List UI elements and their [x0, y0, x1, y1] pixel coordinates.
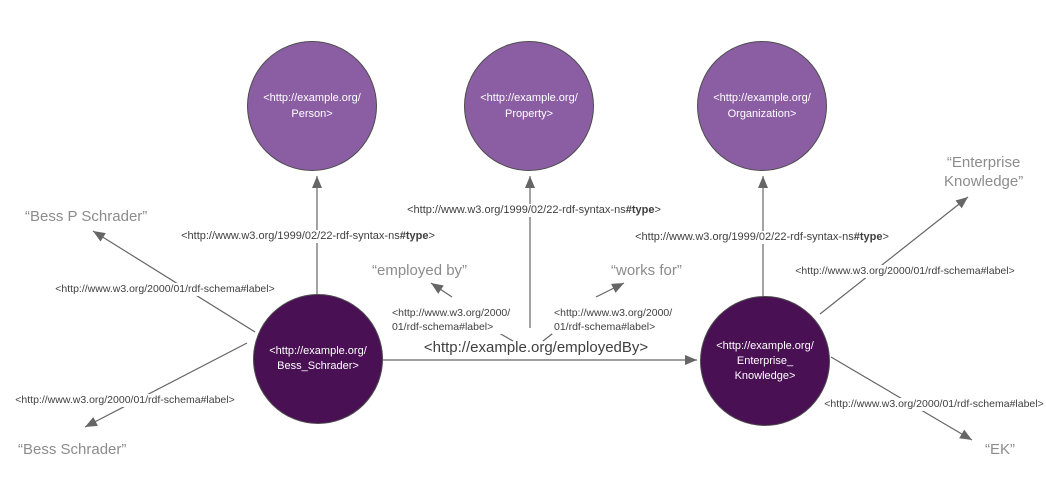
literal-enterprise-knowledge: “Enterprise Knowledge” [944, 154, 1024, 190]
edge-label-to-works-for-literal [595, 282, 625, 298]
literal-works-for: “works for” [611, 262, 682, 279]
edge-label-rdf-type-bess: <http://www.w3.org/1999/02/22-rdf-syntax… [178, 230, 438, 243]
node-organization-label: <http://example.org/ Organization> [713, 92, 811, 120]
literal-bess-p-schrader: “Bess P Schrader” [25, 208, 148, 225]
edge-label-rdfs-label-employed: <http://www.w3.org/2000/ 01/rdf-schema#l… [390, 306, 513, 334]
edge-label-bess-to-bess-p-schrader [92, 230, 256, 333]
node-property-label: <http://example.org/ Property> [480, 92, 578, 120]
edge-label-rdf-type-property: <http://www.w3.org/1999/02/22-rdf-syntax… [404, 204, 664, 217]
literal-ek: “EK” [985, 441, 1015, 458]
node-person: <http://example.org/ Person> [247, 41, 377, 171]
node-bess-schrader: <http://example.org/ Bess_Schrader> [253, 294, 383, 424]
edge-label-rdfs-label-enterprise: <http://www.w3.org/2000/01/rdf-schema#la… [792, 265, 1018, 278]
edge-label-to-employed-by-literal [430, 282, 453, 298]
edge-label-rdfs-label-ek: <http://www.w3.org/2000/01/rdf-schema#la… [821, 398, 1046, 411]
node-bess-schrader-label: <http://example.org/ Bess_Schrader> [269, 345, 367, 372]
edge-label-rdfs-label-bess-p: <http://www.w3.org/2000/01/rdf-schema#la… [52, 283, 278, 296]
edge-label-rdfs-label-bess: <http://www.w3.org/2000/01/rdf-schema#la… [12, 394, 238, 407]
literal-employed-by: “employed by” [372, 262, 468, 279]
node-organization: <http://example.org/ Organization> [697, 41, 827, 171]
edge-label-ek-to-enterprise-knowledge-literal [819, 196, 969, 315]
edge-label-rdf-type-ek: <http://www.w3.org/1999/02/22-rdf-syntax… [632, 231, 892, 244]
edge-label-bess-to-bess-schrader [84, 342, 248, 428]
edge-label-employedby-uri: <http://example.org/employedBy> [423, 339, 649, 356]
node-person-label: <http://example.org/ Person> [263, 92, 361, 120]
node-enterprise-knowledge-label: <http://example.org/ Enterprise_ Knowled… [716, 339, 814, 382]
edge-label-rdfs-label-works: <http://www.w3.org/2000/ 01/rdf-schema#l… [552, 306, 675, 334]
node-enterprise-knowledge: <http://example.org/ Enterprise_ Knowled… [700, 296, 830, 426]
node-property: <http://example.org/ Property> [464, 41, 594, 171]
literal-bess-schrader: “Bess Schrader” [18, 441, 127, 458]
